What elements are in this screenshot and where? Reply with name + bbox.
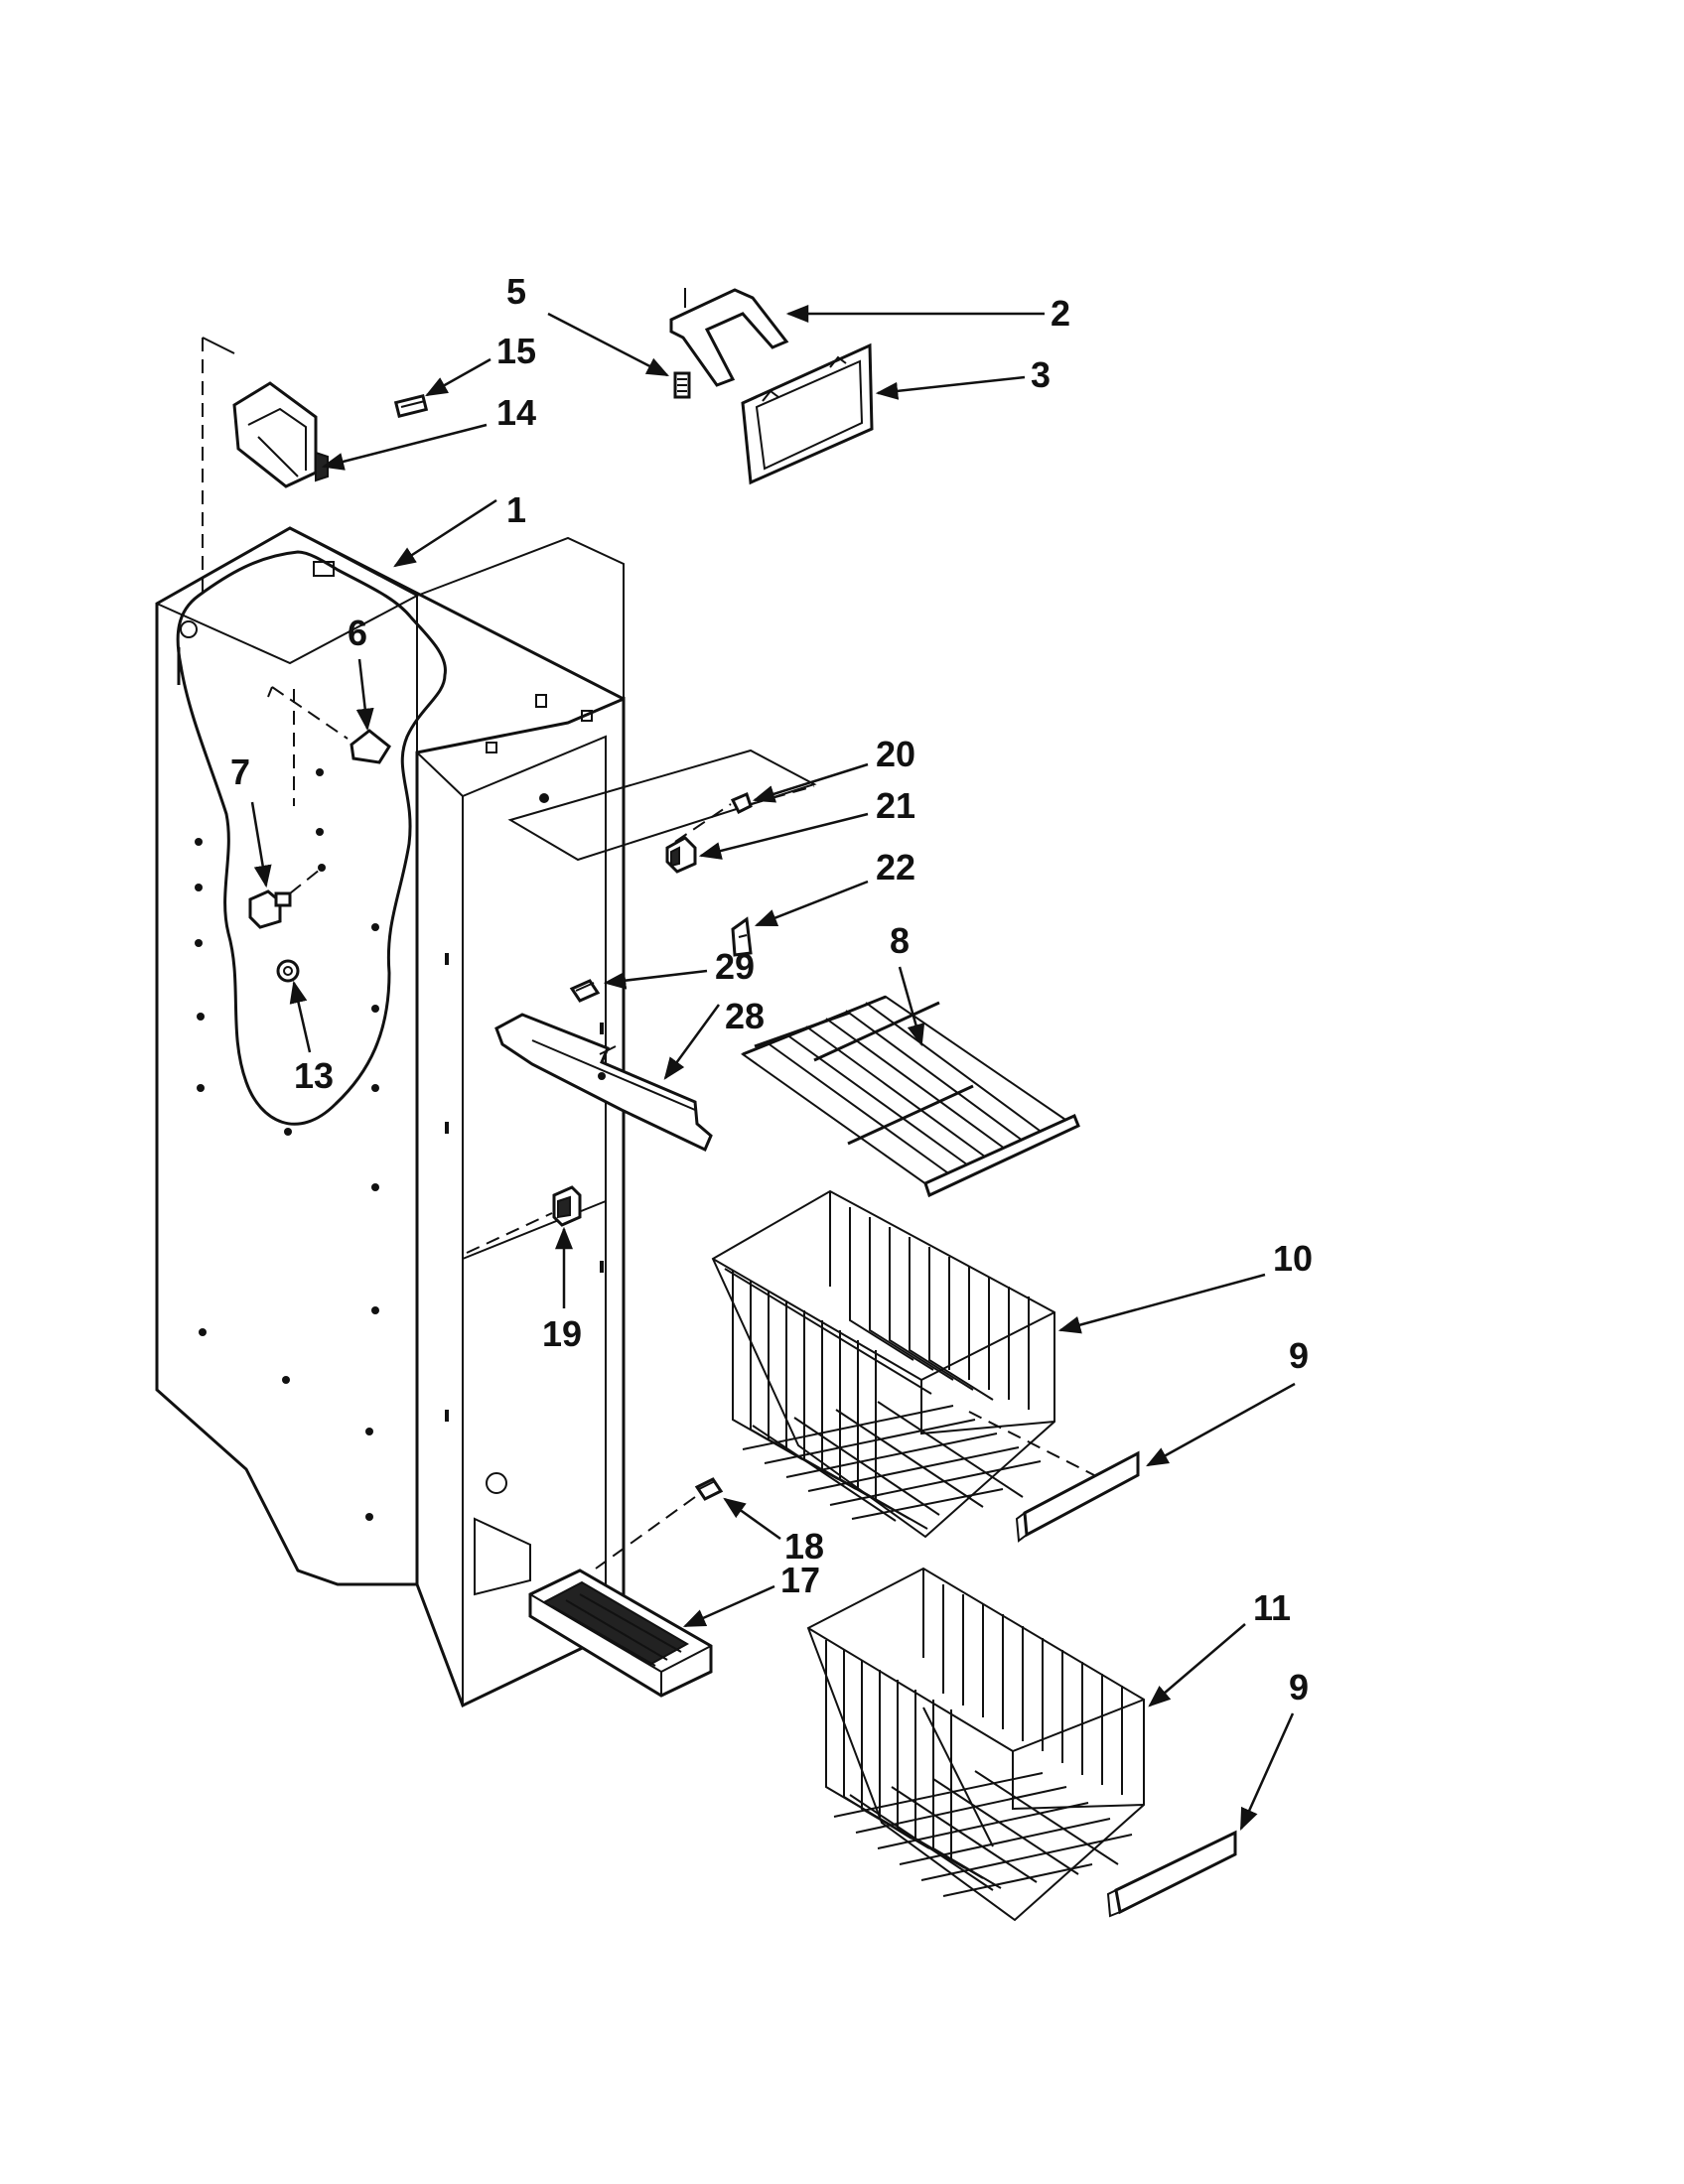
callout-28: 28 <box>725 996 765 1036</box>
basket-wires-11 <box>825 1584 1133 1897</box>
basket-slide-part-9a <box>1015 1450 1140 1543</box>
toe-grille-part-17 <box>528 1569 713 1698</box>
callout-14: 14 <box>496 392 536 433</box>
basket-slide-part-9b <box>1106 1830 1237 1918</box>
leader-22 <box>754 880 869 927</box>
callout-labels: 1 2 3 5 6 7 8 9 9 10 11 13 14 15 17 18 1… <box>230 271 1313 1707</box>
callout-19: 19 <box>542 1313 582 1354</box>
leader-lines <box>250 305 1296 1832</box>
leader-8 <box>898 966 925 1047</box>
screw-part-5 <box>673 371 691 399</box>
callout-13: 13 <box>294 1055 334 1096</box>
freezer-liner <box>155 526 817 1708</box>
callout-20: 20 <box>876 734 915 774</box>
callout-11: 11 <box>1253 1587 1291 1628</box>
leader-10 <box>1057 1273 1266 1334</box>
leader-18 <box>723 1497 781 1541</box>
leader-1 <box>393 498 497 568</box>
callout-18: 18 <box>784 1526 824 1567</box>
leader-9a <box>1146 1382 1296 1467</box>
connector-part-19 <box>552 1185 582 1227</box>
leader-13 <box>289 980 312 1053</box>
screw-part-13 <box>276 959 300 983</box>
basket-wires-10 <box>732 1207 1042 1530</box>
leader-7 <box>250 801 272 888</box>
hinge-bracket <box>232 381 329 488</box>
leader-9b <box>1239 1712 1295 1832</box>
light-housing-part-2 <box>669 288 789 387</box>
callout-1: 1 <box>506 489 526 530</box>
leader-3 <box>875 375 1026 400</box>
basket-guide-line-10 <box>968 1411 1095 1476</box>
leader-29 <box>603 969 708 990</box>
clip-part-20 <box>730 791 753 815</box>
callout-10: 10 <box>1273 1238 1313 1279</box>
callout-8: 8 <box>890 920 910 961</box>
leader-17 <box>682 1584 775 1628</box>
screw-part-18 <box>694 1477 724 1501</box>
callout-6: 6 <box>348 613 367 653</box>
light-shield-part-3 <box>741 342 874 485</box>
leader-5 <box>547 312 669 377</box>
callout-7: 7 <box>230 751 250 792</box>
callout-29: 29 <box>715 946 755 987</box>
leader-20 <box>752 762 869 803</box>
shelf-support-part-28 <box>494 1013 713 1153</box>
leader-15 <box>425 357 491 397</box>
wiring-harness <box>176 550 447 1126</box>
leader-6 <box>355 658 374 732</box>
callout-3: 3 <box>1031 354 1051 395</box>
leader-28 <box>663 1004 721 1080</box>
mounting-holes <box>195 768 549 1521</box>
leader-21 <box>698 812 869 860</box>
callout-5: 5 <box>506 271 526 312</box>
leader-14 <box>321 423 488 471</box>
clip-part-22 <box>731 916 753 957</box>
callout-22: 22 <box>876 847 915 887</box>
clip-part-7 <box>248 864 326 929</box>
bracket-part-21 <box>665 836 697 874</box>
wire-shelf-part-8 <box>740 995 1080 1198</box>
callout-2: 2 <box>1051 293 1070 334</box>
callout-9b: 9 <box>1289 1667 1309 1707</box>
callout-21: 21 <box>876 785 915 826</box>
wire-basket-part-10 <box>711 1189 1055 1539</box>
callout-15: 15 <box>496 331 536 371</box>
callout-17: 17 <box>780 1560 820 1600</box>
screw-part-15 <box>393 394 429 418</box>
wire-basket-part-11 <box>806 1567 1145 1922</box>
screw-part-29 <box>569 979 601 1003</box>
callout-9a: 9 <box>1289 1335 1309 1376</box>
clip-part-6 <box>267 686 391 764</box>
leader-11 <box>1148 1623 1246 1707</box>
